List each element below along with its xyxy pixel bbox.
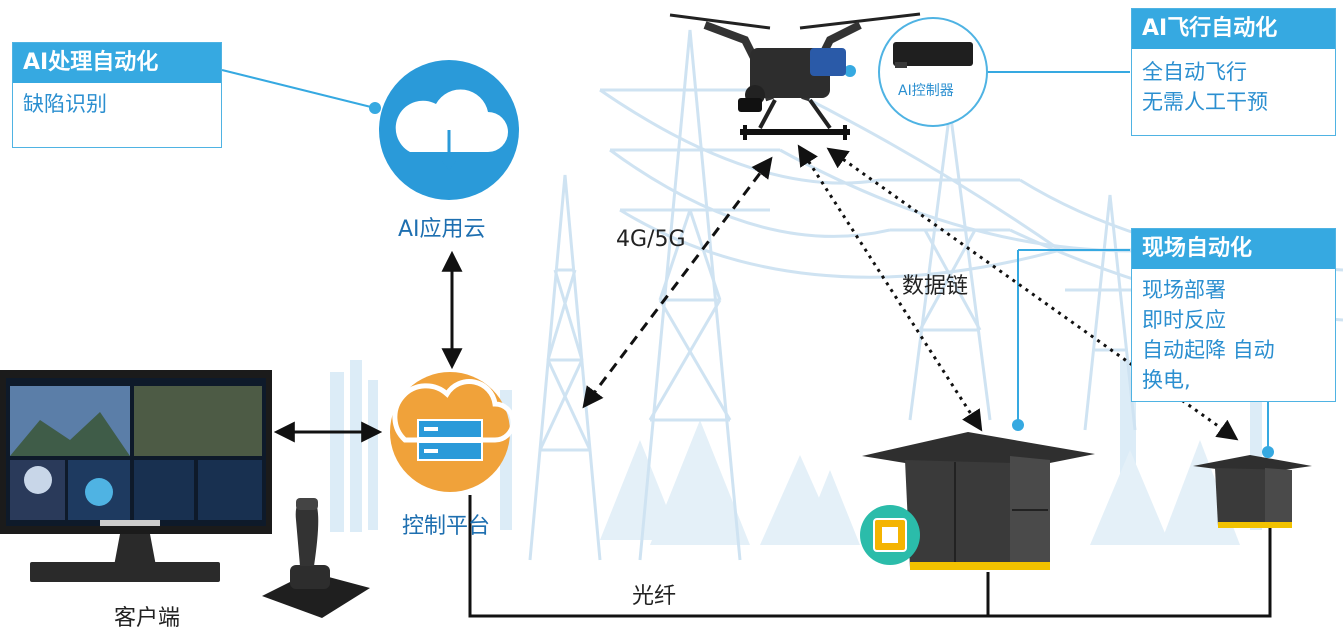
ai-processing-box: AI处理自动化 缺陷识别 <box>12 42 222 148</box>
client-label: 客户端 <box>114 606 181 631</box>
ai-controller-node <box>878 17 988 127</box>
ai-controller-label: AI控制器 <box>898 83 954 99</box>
ai-processing-line-1: 缺陷识别 <box>23 92 107 116</box>
site-automation-body: 现场部署 即时反应 自动起降 自动 换电, <box>1132 269 1335 401</box>
cloud-label: AI应用云 <box>398 217 486 242</box>
site-automation-box: 现场自动化 现场部署 即时反应 自动起降 自动 换电, <box>1131 228 1336 402</box>
joystick <box>262 498 370 618</box>
main-station <box>862 432 1095 570</box>
ai-flight-line-2: 无需人工干预 <box>1142 90 1268 114</box>
platform-label: 控制平台 <box>402 514 491 539</box>
client-monitor <box>0 370 272 582</box>
cellular-link-label: 4G/5G <box>616 227 686 252</box>
ai-flight-body: 全自动飞行 无需人工干预 <box>1132 49 1335 123</box>
platform-node <box>390 372 516 492</box>
ai-flight-box: AI飞行自动化 全自动飞行 无需人工干预 <box>1131 8 1336 136</box>
cellular-link-arrow <box>582 156 773 409</box>
site-automation-title: 现场自动化 <box>1132 229 1335 269</box>
background-trees <box>600 420 1240 545</box>
small-station <box>1193 455 1312 528</box>
ai-processing-title: AI处理自动化 <box>13 43 221 83</box>
datalink-arrow-small-station <box>826 147 1239 441</box>
site-automation-line-2: 即时反应 <box>1142 308 1226 332</box>
ai-flight-title: AI飞行自动化 <box>1132 9 1335 49</box>
ai-flight-line-1: 全自动飞行 <box>1142 60 1247 84</box>
datalink-label: 数据链 <box>902 274 969 299</box>
cloud-node <box>379 60 519 200</box>
drone <box>669 12 921 140</box>
fiber-label: 光纤 <box>632 584 677 609</box>
fiber-lines <box>468 495 1272 618</box>
site-automation-line-4: 换电, <box>1142 368 1191 392</box>
site-automation-line-1: 现场部署 <box>1142 278 1226 302</box>
site-automation-line-3: 自动起降 自动 <box>1142 338 1275 362</box>
chip-icon <box>860 505 920 565</box>
